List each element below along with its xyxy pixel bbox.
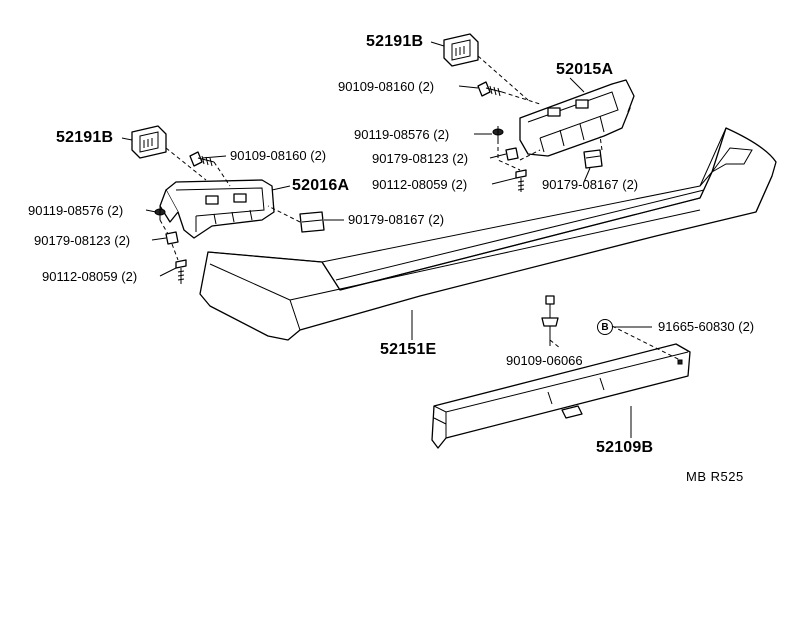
bolt-center [541,295,559,327]
label-screw-left: 90119-08576 (2) [28,203,124,218]
clip-right [583,149,603,169]
assembly-lines [159,55,681,361]
label-tap-right: 90112-08059 (2) [372,177,468,192]
nut-right [505,147,519,161]
bracket-right [519,79,635,157]
label-clip-left: 90179-08167 (2) [348,212,445,227]
clip-left [299,211,325,233]
diagram-reference: MB R525 [686,469,744,484]
label-bolt-center: 90109-06066 [506,353,583,368]
b-marker: B [597,319,613,335]
label-tap-left: 90112-08059 (2) [42,269,138,284]
label-clip-b: 91665-60830 (2) [658,319,755,334]
label-nut-left: 90179-08123 (2) [34,233,131,248]
label-bolt-upper: 90109-08160 (2) [338,79,435,94]
label-lower-reinforcement: 52109B [596,439,654,456]
bolt-upper [477,81,503,97]
label-plug-left: 52191B [56,129,114,146]
lower-reinforcement [431,343,691,449]
tap-left [175,259,187,284]
label-nut-right: 90179-08123 (2) [372,151,469,166]
label-plug-upper: 52191B [366,33,424,50]
label-bracket-right: 52015A [556,61,614,78]
label-bolt-left: 90109-08160 (2) [230,148,327,163]
nut-left [165,231,179,245]
leader-lines [121,41,652,438]
label-screw-right: 90119-08576 (2) [354,127,450,142]
screw-right [492,126,504,140]
label-bumper-cover: 52151E [380,341,437,358]
bracket-left [159,179,275,239]
bolt-left [189,151,215,167]
label-clip-right: 90179-08167 (2) [542,177,639,192]
bumper-cover [199,127,777,341]
tap-right [515,169,527,192]
plug-upper [443,33,479,67]
plug-left [131,125,167,159]
label-bracket-left: 52016A [292,177,350,194]
